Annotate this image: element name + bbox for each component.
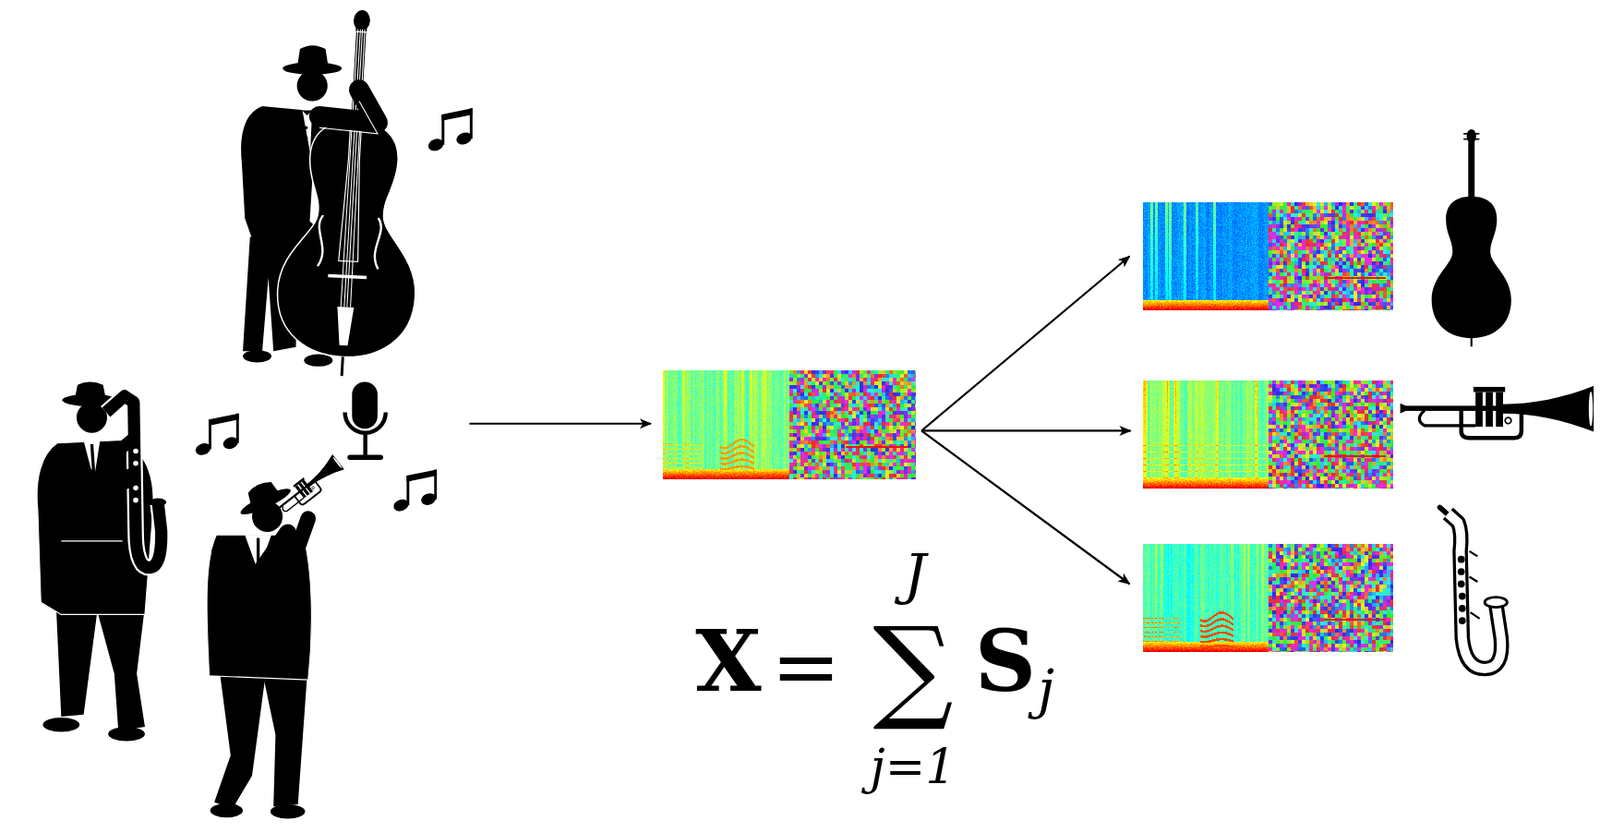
matrix-symbol: S — [974, 618, 1036, 704]
trumpet-phase-spectrogram — [1268, 380, 1394, 489]
sum-upper-limit: J — [903, 546, 927, 602]
sax-magnitude-spectrogram — [1142, 543, 1269, 652]
trumpeter-figure — [206, 454, 347, 819]
subscript-index: j — [1037, 661, 1055, 716]
bassist-figure — [240, 6, 432, 379]
input-arrow — [469, 422, 651, 425]
music-note — [391, 469, 438, 513]
music-note — [426, 108, 474, 153]
bass-magnitude-spectrogram — [1142, 202, 1269, 311]
split-arrow — [921, 429, 1131, 432]
equals-sign: = — [770, 625, 841, 709]
split-arrow — [921, 430, 1130, 584]
microphone-icon — [345, 381, 386, 458]
double-bass-icon — [1431, 129, 1512, 347]
bass-phase-spectrogram — [1268, 202, 1394, 311]
saxophone-icon — [1439, 506, 1507, 669]
music-note — [193, 413, 241, 458]
sum-lower-limit: j=1 — [870, 742, 957, 791]
matrix-symbol: X — [695, 618, 761, 704]
saxophonist-figure — [36, 381, 167, 741]
mixture-magnitude-spectrogram — [662, 370, 790, 480]
mixture-phase-spectrogram — [789, 370, 916, 480]
split-arrow — [921, 255, 1130, 431]
sax-phase-spectrogram — [1268, 543, 1394, 652]
trumpet-icon — [1399, 385, 1594, 438]
trumpet-magnitude-spectrogram — [1142, 380, 1269, 489]
sum-symbol: ∑ — [872, 612, 953, 725]
